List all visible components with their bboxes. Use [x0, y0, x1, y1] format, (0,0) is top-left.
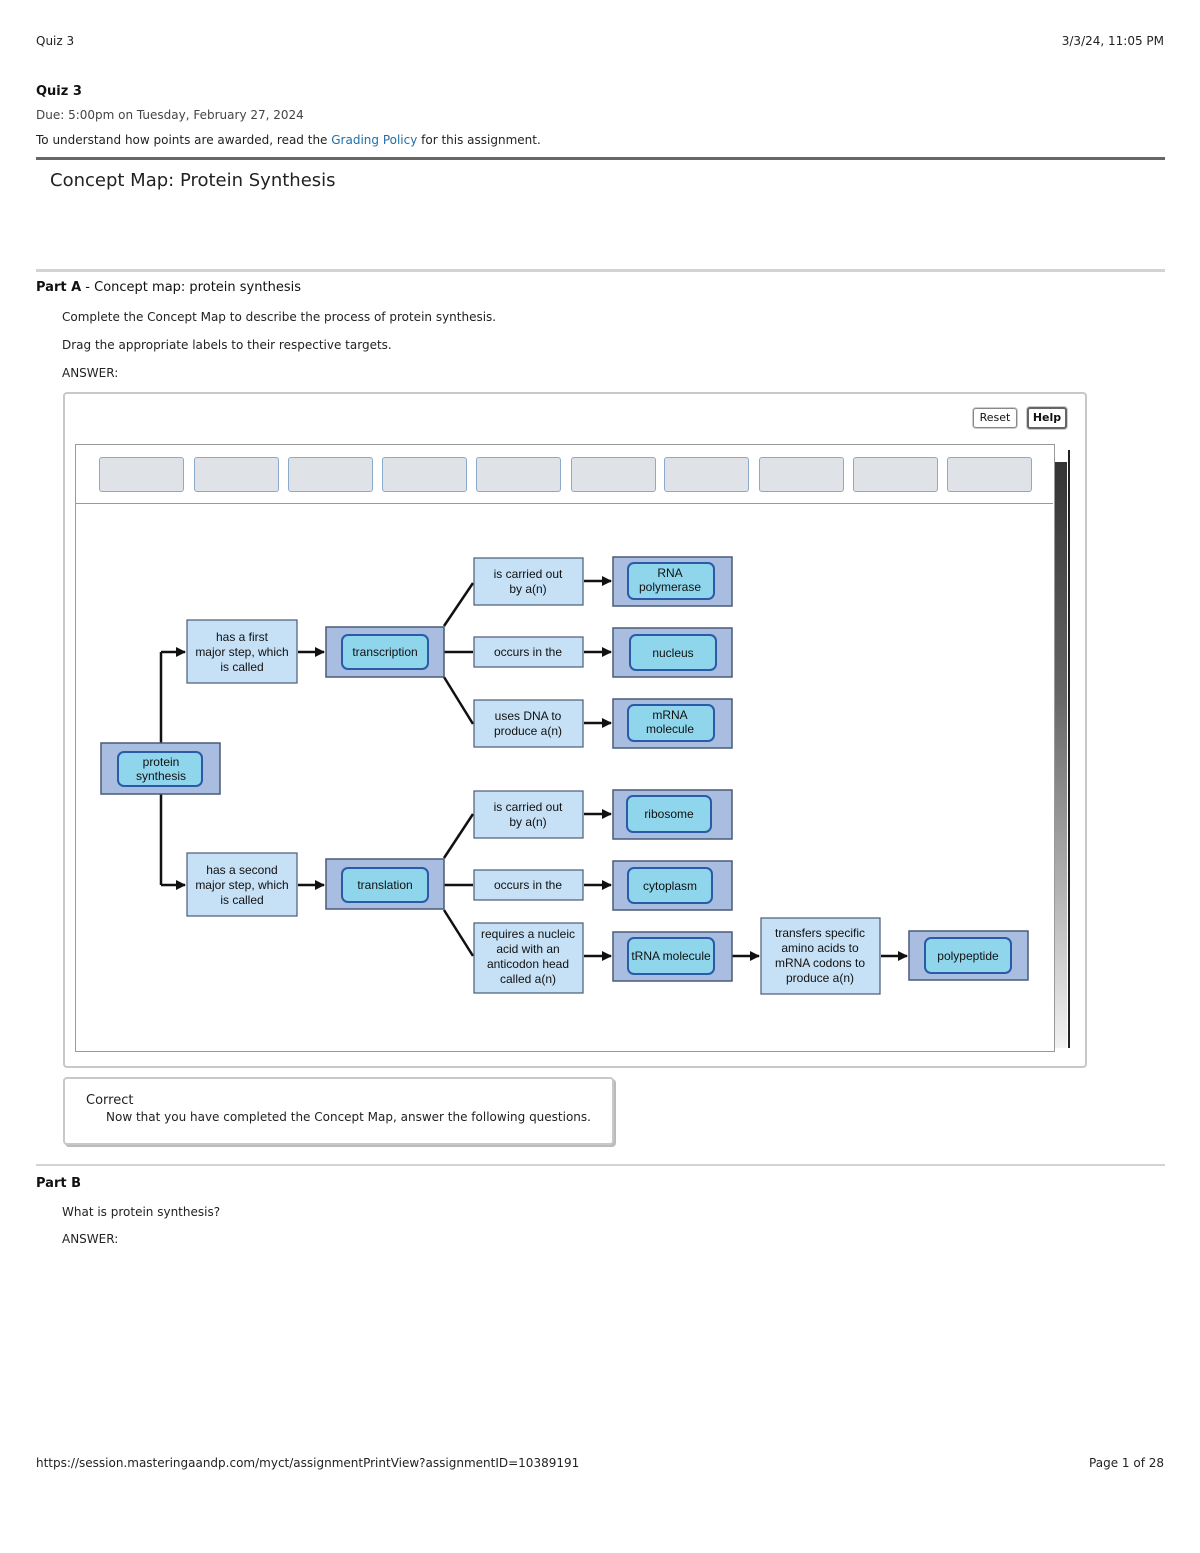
vertical-scrollbar[interactable]: [1055, 462, 1067, 1048]
svg-text:occurs in the: occurs in the: [494, 878, 562, 892]
svg-text:tRNA molecule: tRNA molecule: [631, 949, 711, 963]
feedback-box: [63, 1077, 614, 1145]
grading-policy-note: To understand how points are awarded, re…: [36, 133, 541, 147]
help-button[interactable]: Help: [1027, 407, 1067, 429]
svg-text:translation: translation: [357, 878, 412, 892]
part-a-instruction-2: Drag the appropriate labels to their res…: [62, 338, 392, 352]
print-footer-url: https://session.masteringaandp.com/myct/…: [36, 1456, 580, 1470]
connectors: [159, 576, 908, 961]
answer-ribosome: ribosome: [612, 789, 733, 840]
svg-text:polypeptide: polypeptide: [937, 949, 999, 963]
part-a-title: Concept map: protein synthesis: [94, 280, 301, 295]
label-slot[interactable]: [853, 457, 938, 492]
reset-button[interactable]: Reset: [973, 408, 1017, 428]
feedback-status: Correct: [86, 1093, 134, 1108]
print-header-title: Quiz 3: [36, 34, 75, 48]
part-b-divider: [36, 1164, 1165, 1166]
policy-post-text: for this assignment.: [417, 133, 541, 147]
label-slot[interactable]: [947, 457, 1032, 492]
answer-cytoplasm: cytoplasm: [612, 860, 733, 911]
header-divider: [36, 157, 1165, 160]
policy-pre-text: To understand how points are awarded, re…: [36, 133, 332, 147]
label-slot[interactable]: [99, 457, 184, 492]
part-a-instruction-1: Complete the Concept Map to describe the…: [62, 310, 497, 324]
scrollbar-track-line: [1068, 450, 1070, 1048]
label-slot[interactable]: [759, 457, 844, 492]
print-header-datetime: 3/3/24, 11:05 PM: [1061, 34, 1164, 48]
label-slot[interactable]: [194, 457, 279, 492]
svg-text:cytoplasm: cytoplasm: [643, 879, 697, 893]
part-a-separator: -: [81, 280, 95, 295]
answer-nucleus: nucleus: [612, 627, 733, 678]
part-a-label: Part A: [36, 280, 82, 295]
node-translation: translation: [325, 858, 445, 910]
svg-text:nucleus: nucleus: [652, 646, 693, 660]
part-a-heading: Part A - Concept map: protein synthesis: [36, 280, 301, 295]
svg-text:ribosome: ribosome: [644, 807, 694, 821]
grading-policy-link[interactable]: Grading Policy: [331, 133, 418, 147]
part-a-answer-label: ANSWER:: [62, 366, 119, 380]
label-slot[interactable]: [288, 457, 373, 492]
label-slot[interactable]: [571, 457, 656, 492]
print-footer-page: Page 1 of 28: [1089, 1456, 1164, 1470]
part-b-question: What is protein synthesis?: [62, 1205, 221, 1219]
link-transcription-occurs: occurs in the: [473, 636, 584, 668]
svg-text:occurs in the: occurs in the: [494, 645, 562, 659]
node-transcription: transcription: [325, 626, 445, 678]
link-translation-occurs: occurs in the: [473, 869, 584, 901]
due-date: Due: 5:00pm on Tuesday, February 27, 202…: [36, 108, 304, 122]
part-b-label: Part B: [36, 1176, 82, 1191]
part-b-answer-label: ANSWER:: [62, 1232, 119, 1246]
answer-polypeptide: polypeptide: [908, 930, 1029, 981]
label-slot[interactable]: [476, 457, 561, 492]
label-slot[interactable]: [382, 457, 467, 492]
svg-text:transcription: transcription: [352, 645, 417, 659]
part-a-divider: [36, 269, 1165, 272]
label-tray-divider: [76, 503, 1053, 504]
quiz-title: Quiz 3: [36, 84, 82, 99]
item-title: Concept Map: Protein Synthesis: [50, 170, 336, 191]
feedback-message: Now that you have completed the Concept …: [106, 1110, 591, 1124]
answer-trna-molecule: tRNA molecule: [612, 931, 733, 982]
label-slot[interactable]: [664, 457, 749, 492]
